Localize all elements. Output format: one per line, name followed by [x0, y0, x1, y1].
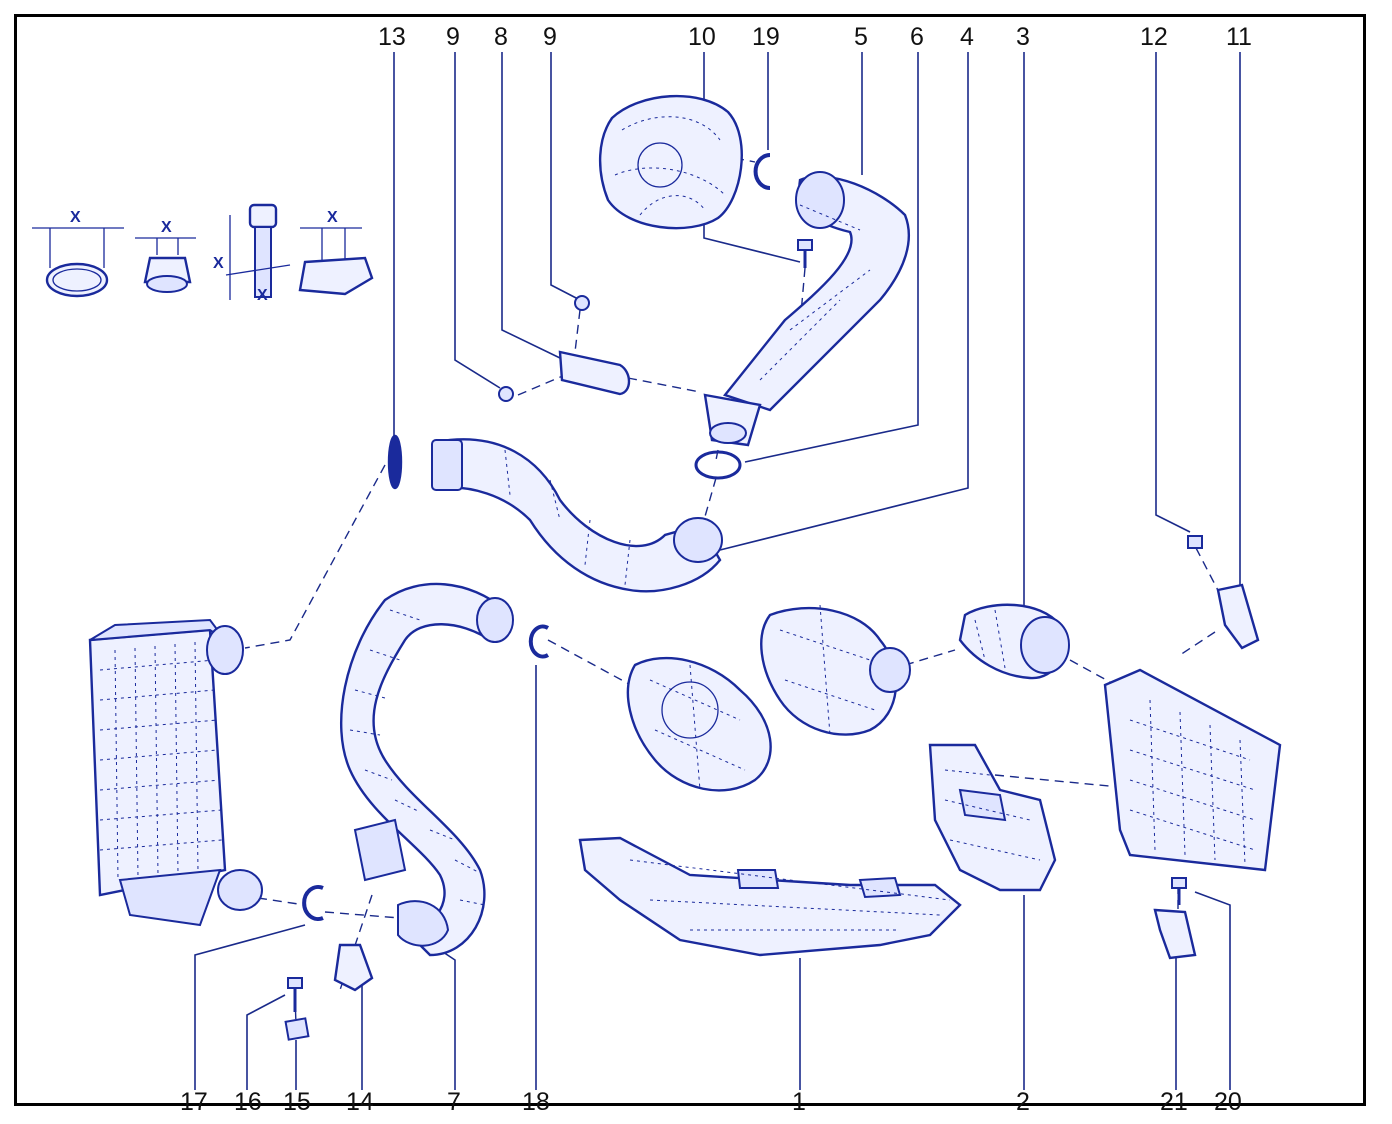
legend-x-4: X	[327, 209, 338, 226]
part-13-seal-ring	[387, 434, 403, 490]
part-5-upper-air-duct	[722, 171, 910, 412]
legend-x-3b: X	[257, 287, 268, 304]
callout-4: 4	[960, 23, 974, 51]
callout-18: 18	[522, 1088, 550, 1116]
part-intercooler-left	[88, 618, 263, 927]
callout-7: 7	[447, 1088, 461, 1116]
leader-lines	[194, 52, 1241, 1090]
callout-1: 1	[792, 1088, 806, 1116]
part-3-inlet-hose	[958, 603, 1070, 680]
part-10-bolt	[797, 239, 813, 268]
callout-8: 8	[494, 23, 508, 51]
part-intercooler-right	[1103, 668, 1282, 872]
legend-x-3a: X	[213, 255, 224, 272]
part-duct-outlet-clamp	[703, 393, 762, 447]
part-turbocharger-center	[626, 656, 772, 792]
part-11-bracket	[1216, 583, 1260, 650]
part-9-nut-upper	[574, 295, 590, 311]
callout-17: 17	[180, 1088, 208, 1116]
callout-2: 2	[1016, 1088, 1030, 1116]
part-7-lower-charge-hose	[339, 582, 514, 957]
part-9-nut-lower	[498, 386, 514, 402]
callout-11: 11	[1226, 23, 1252, 51]
callout-3: 3	[1016, 23, 1030, 51]
part-8-bracket	[558, 350, 631, 396]
callout-20: 20	[1214, 1088, 1242, 1116]
torque-legend: X X X X X	[32, 203, 374, 304]
legend-bolt-icon: X X	[213, 203, 291, 304]
part-21-bracket	[1153, 908, 1197, 960]
part-12-bolt	[1187, 535, 1203, 549]
part-19-seal-ring	[753, 153, 771, 190]
part-upper-engine-cluster	[598, 94, 743, 230]
callout-9-left: 9	[446, 23, 460, 51]
callout-19: 19	[752, 23, 780, 51]
callout-16: 16	[234, 1088, 262, 1116]
part-turbocharger-right	[760, 604, 911, 736]
callout-10: 10	[688, 23, 716, 51]
part-4-charge-air-hose	[431, 438, 723, 593]
callout-13: 13	[378, 23, 406, 51]
callout-6: 6	[910, 23, 924, 51]
part-17-seal-ring	[302, 885, 324, 921]
part-16-bolt	[287, 977, 303, 1012]
callout-5: 5	[854, 23, 868, 51]
legend-nut-icon: X	[135, 219, 196, 293]
part-1-intake-duct	[578, 836, 962, 957]
callout-15: 15	[283, 1088, 311, 1116]
part-15-plate	[284, 1017, 310, 1041]
legend-clamp-icon: X	[32, 209, 124, 298]
callout-21: 21	[1160, 1088, 1188, 1116]
callout-12: 12	[1140, 23, 1168, 51]
part-18-seal-ring	[528, 624, 550, 659]
legend-bracket-icon: X	[298, 209, 374, 296]
part-20-bolt	[1171, 877, 1187, 905]
part-14-bracket	[333, 943, 374, 992]
legend-x-2: X	[161, 219, 172, 236]
part-6-seal-ring	[694, 450, 742, 480]
legend-x-1: X	[70, 209, 81, 226]
part-2-air-box	[928, 743, 1057, 892]
callout-9-right: 9	[543, 23, 557, 51]
callout-14: 14	[346, 1088, 374, 1116]
